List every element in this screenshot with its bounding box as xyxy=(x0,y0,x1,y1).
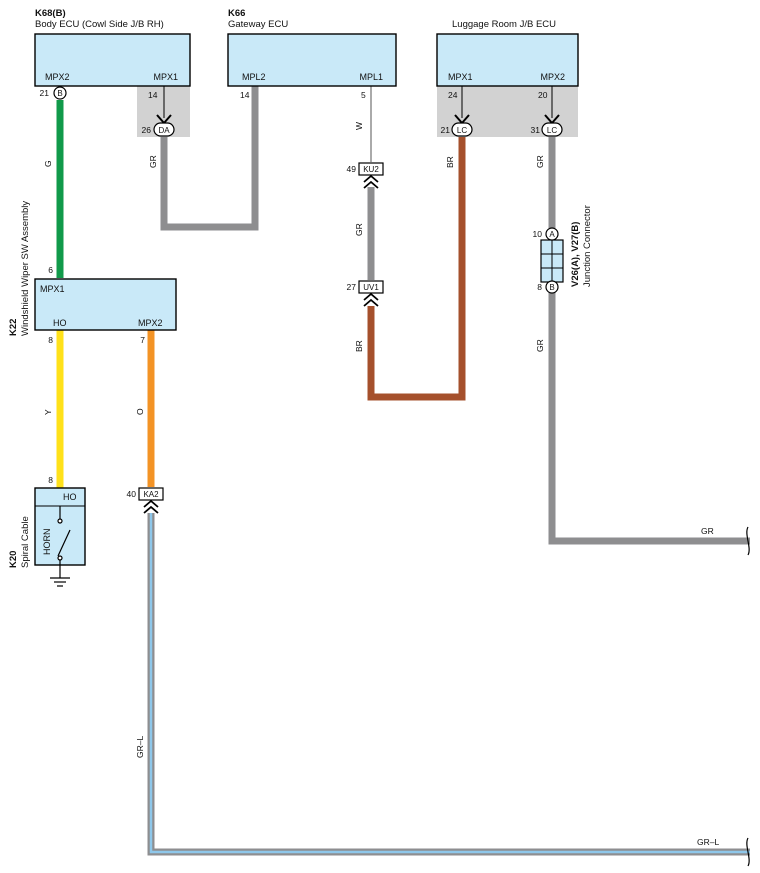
k22-code: K22 xyxy=(8,319,19,336)
k22-wiper-sw-assembly: K22 Windshield Wiper SW Assembly MPX1 HO… xyxy=(8,201,177,336)
label-gr-out: GR xyxy=(701,526,714,536)
connector-lc-1: LC xyxy=(451,114,473,137)
horn-label: HORN xyxy=(42,529,52,556)
svg-text:KU2: KU2 xyxy=(363,165,379,174)
k66-pin-mpl2: MPL2 xyxy=(242,72,266,82)
connector-ku2: KU2 xyxy=(358,162,384,189)
jc-pin-bottom: 8 xyxy=(537,282,542,292)
label-y: Y xyxy=(43,409,53,415)
svg-text:B: B xyxy=(57,89,62,98)
pin-lc1: 21 xyxy=(441,125,451,135)
pin-lc2: 31 xyxy=(531,125,541,135)
label-w: W xyxy=(354,122,364,130)
pin-da: 26 xyxy=(142,125,152,135)
label-grl-v: GR–L xyxy=(135,736,145,758)
label-br-uv: BR xyxy=(354,340,364,352)
svg-text:DA: DA xyxy=(158,126,170,135)
k68-code: K68(B) xyxy=(35,8,66,19)
connector-da: DA xyxy=(153,114,175,137)
jc-name: Junction Connector xyxy=(582,205,593,287)
horn-switch-symbol xyxy=(57,506,71,578)
connector-uv1: UV1 xyxy=(358,280,384,307)
continuation-marks xyxy=(746,526,750,867)
label-o: O xyxy=(135,408,145,415)
jc-pin-top: 10 xyxy=(533,229,543,239)
k68-name: Body ECU (Cowl Side J/B RH) xyxy=(35,19,164,30)
wire-gr-l xyxy=(147,513,750,856)
pin-k22-mpx2: 7 xyxy=(140,335,145,345)
k20-spiral-cable: K20 Spiral Cable HO HORN xyxy=(8,487,86,587)
wire-gr-jc-out xyxy=(548,292,750,545)
label-gr-jc: GR xyxy=(535,339,545,352)
wire-labels: G GR W GR BR BR GR GR GR Y O GR–L GR–L xyxy=(43,122,719,847)
connector-k68-b: B xyxy=(53,86,67,100)
k20-code: K20 xyxy=(8,551,19,568)
pin-k66-mpl1: 5 xyxy=(361,90,366,100)
k68-pin-mpx1: MPX1 xyxy=(153,72,178,82)
pin-lug-mpx2: 20 xyxy=(538,90,548,100)
wire-gr-da-gateway xyxy=(160,86,259,231)
pin-uv1: 27 xyxy=(347,282,357,292)
svg-text:UV1: UV1 xyxy=(363,283,379,292)
svg-text:LC: LC xyxy=(457,126,467,135)
k22-pin-mpx2: MPX2 xyxy=(138,318,163,328)
luggage-name: Luggage Room J/B ECU xyxy=(452,19,556,30)
luggage-room-jb-ecu: Luggage Room J/B ECU MPX1 MPX2 xyxy=(436,19,579,87)
connector-lc-2: LC xyxy=(541,114,563,137)
pin-numbers: 21 14 26 14 5 24 20 21 31 49 27 6 8 7 8 … xyxy=(40,88,548,499)
svg-text:LC: LC xyxy=(547,126,557,135)
pin-ka2: 40 xyxy=(127,489,137,499)
pin-lug-mpx1: 24 xyxy=(448,90,458,100)
jc-code: V26(A), V27(B) xyxy=(570,222,581,287)
k66-gateway-ecu: K66 Gateway ECU MPL2 MPL1 xyxy=(227,8,397,87)
label-grl-h: GR–L xyxy=(697,837,719,847)
luggage-pin-mpx1: MPX1 xyxy=(448,72,473,82)
jc-conn-a: A xyxy=(549,230,555,239)
pin-lines xyxy=(163,86,553,118)
k22-pin-ho: HO xyxy=(53,318,67,328)
pin-k22-ho: 8 xyxy=(48,335,53,345)
pin-k22-mpx1: 6 xyxy=(48,265,53,275)
k20-name: Spiral Cable xyxy=(20,516,31,568)
label-g: G xyxy=(43,160,53,167)
k66-code: K66 xyxy=(228,8,245,19)
k66-pin-mpl1: MPL1 xyxy=(359,72,383,82)
label-br-lc: BR xyxy=(445,156,455,168)
jc-conn-b: B xyxy=(549,283,554,292)
ground-icon xyxy=(50,577,70,587)
pin-k66-mpl2: 14 xyxy=(240,90,250,100)
label-gr-lc: GR xyxy=(535,155,545,168)
pin-k20-ho: 8 xyxy=(48,475,53,485)
k66-name: Gateway ECU xyxy=(228,19,288,30)
label-gr-ku: GR xyxy=(354,223,364,236)
pin-k68-mpx2: 21 xyxy=(40,88,50,98)
svg-text:KA2: KA2 xyxy=(143,490,159,499)
k68-body-ecu: K68(B) Body ECU (Cowl Side J/B RH) MPX2 … xyxy=(34,8,191,87)
wires xyxy=(56,86,750,856)
junction-connector-v26-v27: A B 10 8 V26(A), V27(B) Junction Connect… xyxy=(533,205,593,294)
k22-name: Windshield Wiper SW Assembly xyxy=(20,201,31,336)
wire-br xyxy=(367,137,466,401)
pin-k68-mpx1: 14 xyxy=(148,90,158,100)
k22-pin-mpx1: MPX1 xyxy=(40,284,65,294)
connector-ka2: KA2 xyxy=(138,487,164,514)
label-gr-da: GR xyxy=(148,155,158,168)
k68-pin-mpx2: MPX2 xyxy=(45,72,70,82)
pin-ku2: 49 xyxy=(347,164,357,174)
luggage-pin-mpx2: MPX2 xyxy=(540,72,565,82)
k20-pin-ho: HO xyxy=(63,492,77,502)
